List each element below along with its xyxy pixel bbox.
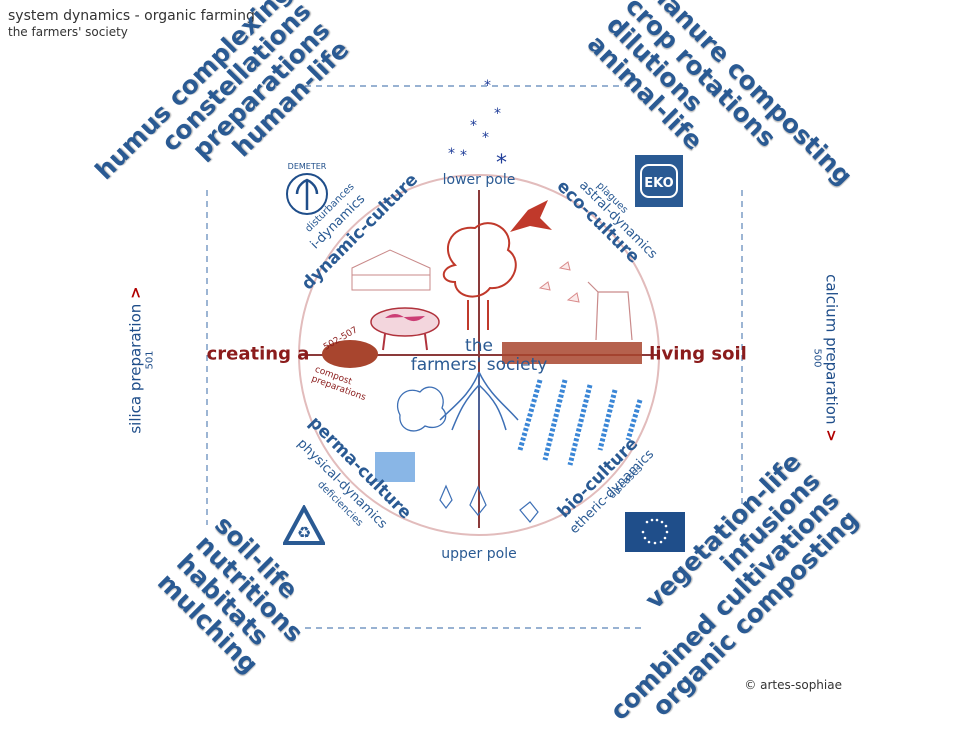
- svg-text:*: *: [460, 148, 467, 164]
- prep-label: silica preparation: [126, 303, 145, 434]
- center-title: the farmers' society: [411, 337, 548, 375]
- goat-icon: [587, 281, 633, 341]
- svg-text:DEMETER: DEMETER: [288, 162, 327, 171]
- svg-text:*: *: [484, 78, 491, 94]
- center-line-1: the: [465, 336, 493, 356]
- svg-text:*: *: [496, 151, 507, 176]
- compost-heap-icon: [322, 340, 378, 368]
- prep-code: 500: [811, 348, 823, 368]
- butterflies-icon: [538, 261, 580, 303]
- tree-icon: [442, 222, 517, 330]
- crystals-icon: [439, 484, 539, 523]
- svg-text:*: *: [470, 118, 477, 134]
- upper-pole-label: upper pole: [441, 546, 517, 562]
- plant-rows-icon: [517, 379, 643, 466]
- eu-organic-logo-icon: [625, 512, 685, 552]
- prep-label: calcium preparation: [822, 274, 841, 425]
- diagram-canvas: * * * * * * *: [206, 78, 743, 629]
- creating-a-label: creating a: [206, 343, 310, 365]
- roots-icon: [439, 371, 519, 431]
- svg-text:*: *: [448, 146, 455, 162]
- svg-text:EKO: EKO: [644, 176, 673, 191]
- bush-icon: [375, 386, 447, 482]
- page-title: system dynamics - organic farming: [8, 8, 255, 24]
- arrow-icon: >: [126, 286, 145, 299]
- demeter-logo-icon: DEMETER: [286, 162, 328, 215]
- bird-icon: [510, 200, 552, 232]
- arrow-icon: >: [822, 429, 841, 442]
- page-subtitle: the farmers' society: [8, 25, 128, 39]
- svg-text:♻: ♻: [297, 523, 311, 542]
- farmhouse-icon: [351, 249, 431, 291]
- center-line-2: farmers' society: [410, 355, 548, 375]
- svg-text:*: *: [482, 130, 489, 146]
- silica-preparation-label: silica preparation > 501: [127, 286, 156, 433]
- cow-icon: [370, 307, 440, 351]
- lower-pole-label: lower pole: [442, 172, 516, 188]
- prep-code: 501: [144, 350, 156, 370]
- eko-logo-icon: EKO: [635, 155, 683, 207]
- living-soil-strip: [502, 342, 642, 364]
- living-soil-label: living soil: [649, 343, 747, 365]
- stars-icon: * * * * * * *: [448, 78, 507, 176]
- recycle-logo-icon: ♻: [283, 505, 325, 545]
- copyright-text: © artes-sophiae: [744, 678, 842, 692]
- svg-text:*: *: [494, 106, 501, 122]
- calcium-preparation-label: calcium preparation > 500: [812, 274, 841, 442]
